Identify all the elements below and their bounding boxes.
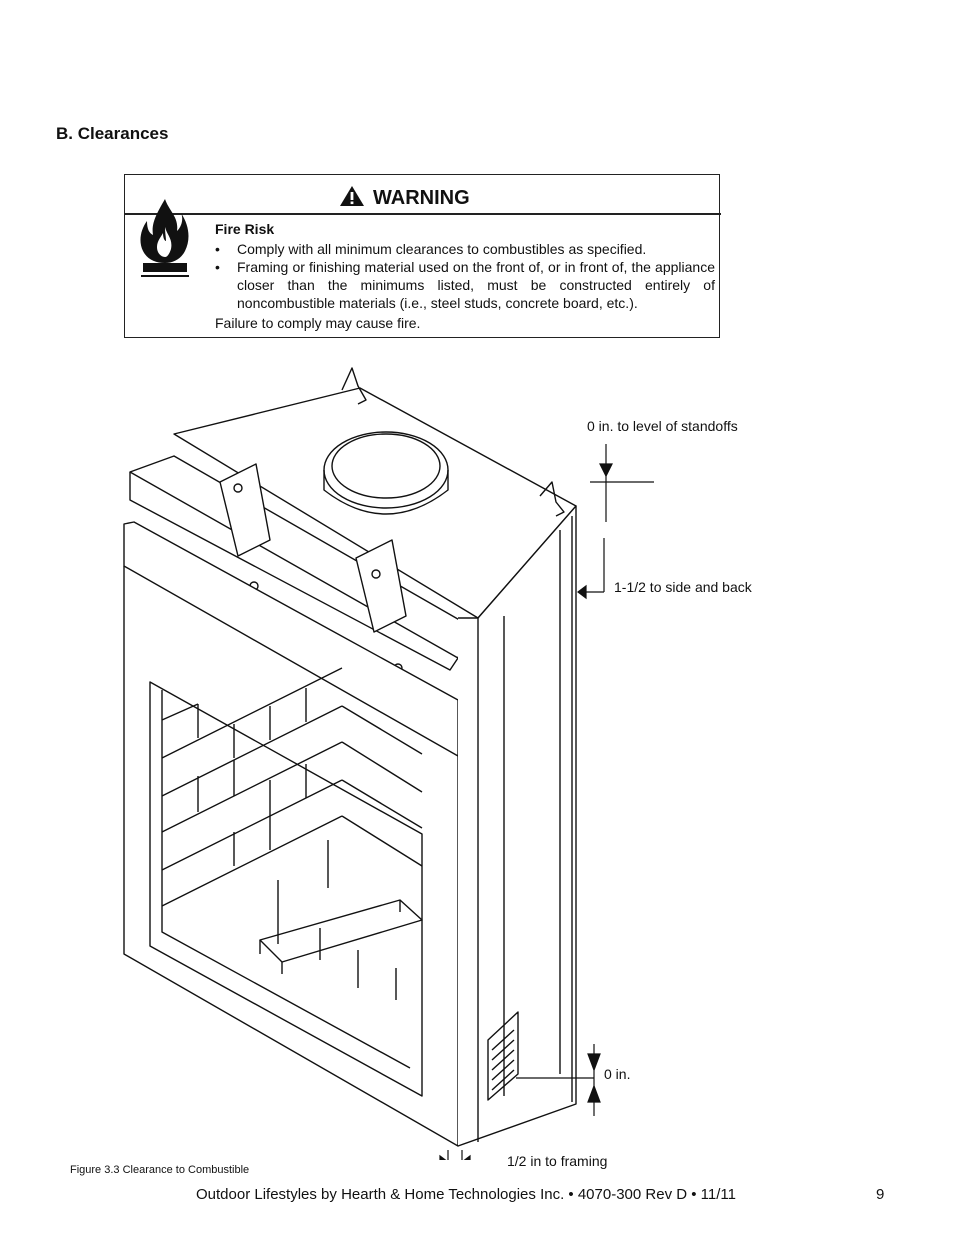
- callout-bottom: 0 in.: [604, 1066, 631, 1082]
- warning-list: •Comply with all minimum clearances to c…: [215, 240, 715, 312]
- callout-top: 0 in. to level of standoffs: [587, 418, 738, 434]
- warning-list-item: •Comply with all minimum clearances to c…: [215, 241, 647, 257]
- warning-triangle-icon: [340, 186, 364, 206]
- warning-list-item: •Framing or finishing material used on t…: [215, 259, 715, 311]
- warning-box: WARNING Fire Risk •Comply with all minim…: [124, 174, 721, 338]
- warning-header: WARNING: [125, 175, 721, 215]
- fireplace-diagram: [123, 367, 654, 1160]
- callout-side: 1-1/2 to side and back: [614, 579, 752, 595]
- page-footer: Outdoor Lifestyles by Hearth & Home Tech…: [196, 1186, 736, 1203]
- section-title: B. Clearances: [56, 124, 169, 143]
- warning-body: Fire Risk •Comply with all minimum clear…: [215, 220, 715, 332]
- bullet-icon: •: [215, 259, 220, 275]
- bullet-icon: •: [215, 241, 220, 257]
- warning-footer: Failure to comply may cause fire.: [215, 315, 421, 331]
- warning-title: WARNING: [373, 187, 470, 209]
- flame-icon: [140, 199, 189, 277]
- page-number: 9: [876, 1186, 885, 1203]
- warning-subtitle: Fire Risk: [215, 221, 275, 237]
- figure-caption: Figure 3.3 Clearance to Combustible: [70, 1164, 250, 1176]
- callout-framing: 1/2 in to framing: [507, 1153, 608, 1169]
